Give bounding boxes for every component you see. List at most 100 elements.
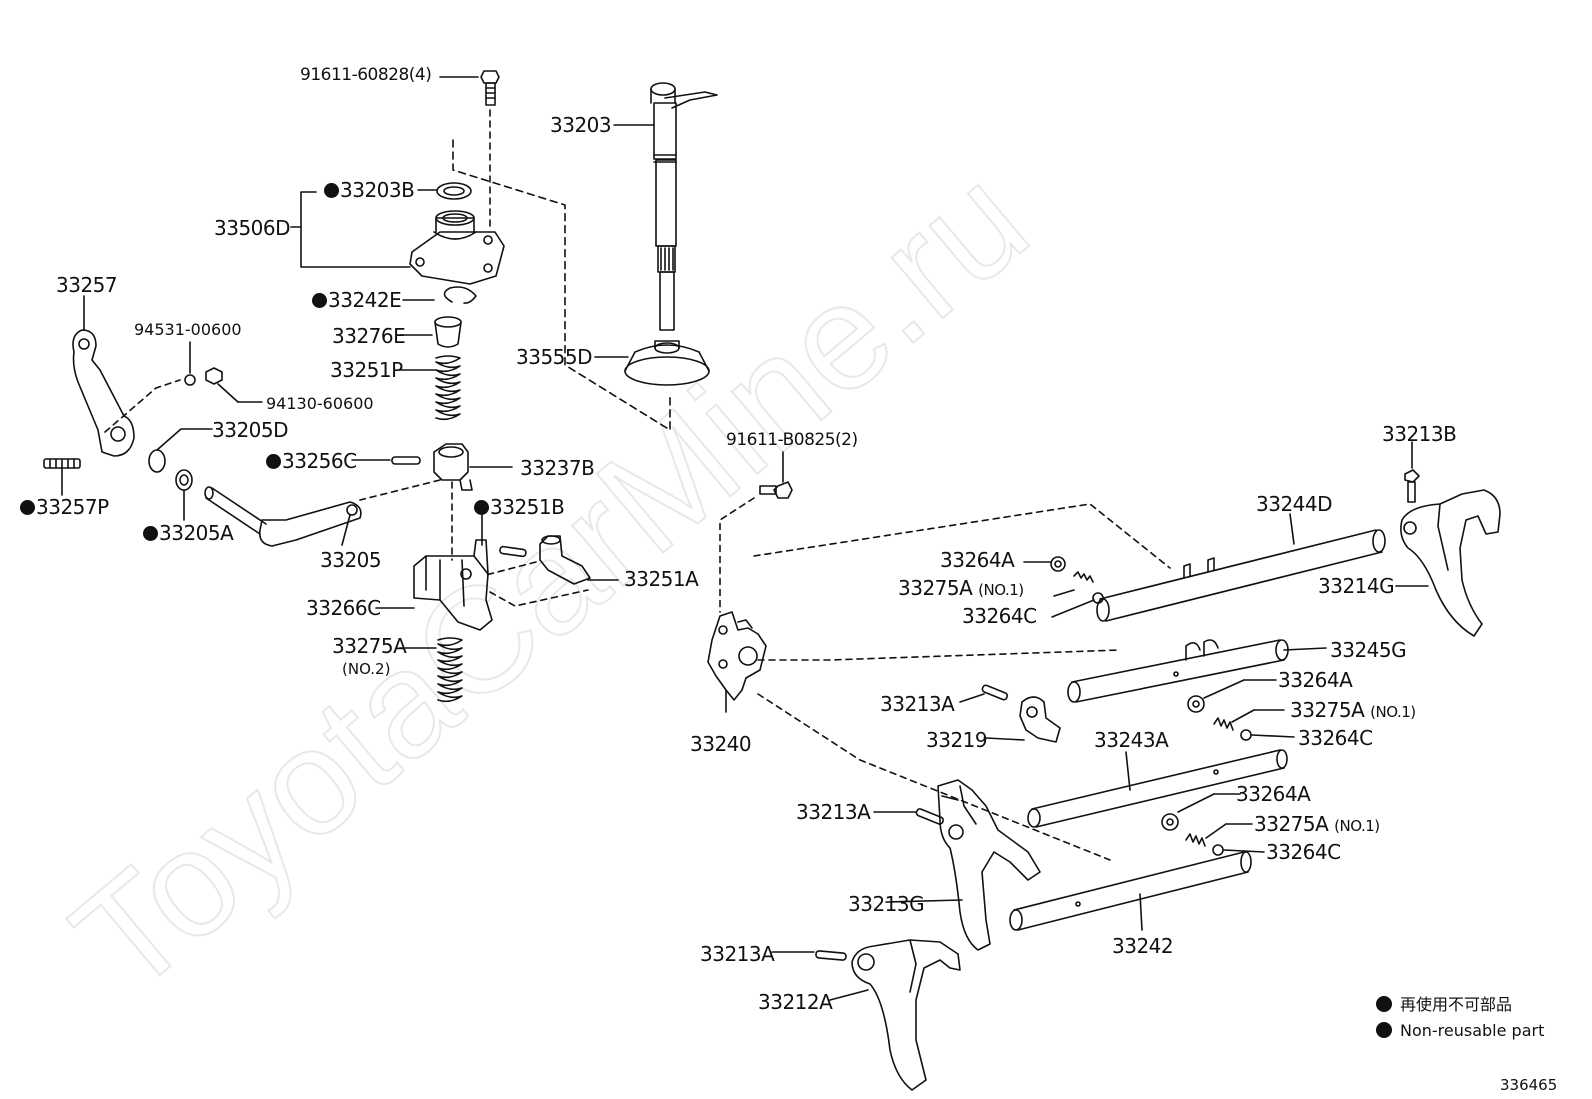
label-91611-B0825: 91611-B0825(2): [726, 430, 858, 450]
spring-33275A-3: [1185, 833, 1206, 847]
diagram-number: 336465: [1500, 1076, 1558, 1094]
label-33275A-3: 33275A (NO.1): [1254, 814, 1380, 834]
washer-94531: [184, 374, 196, 386]
label-33266C: 33266C: [306, 596, 381, 620]
label-33275A-1-text: 33275A: [898, 576, 973, 600]
label-33213A-1: 33213A: [880, 692, 955, 716]
label-33205: 33205: [320, 548, 382, 572]
fork-33214G: [1400, 489, 1501, 637]
label-33203B: 33203B: [324, 178, 415, 202]
bushing-33276E: [434, 316, 462, 348]
label-33264A-2: 33264A: [1278, 668, 1353, 692]
label-33205D: 33205D: [212, 418, 289, 442]
fork-33213G: [937, 779, 1041, 951]
legend-english: Non-reusable part: [1376, 1022, 1544, 1039]
pin-33213A-2: [915, 808, 944, 825]
seal-33203B: [436, 182, 472, 200]
legend-english-text: Non-reusable part: [1400, 1021, 1545, 1040]
label-94531-00600: 94531-00600: [134, 320, 242, 339]
pin-33213A-3: [815, 950, 847, 961]
label-33257P-text: 33257P: [36, 495, 109, 519]
label-33240: 33240: [690, 732, 752, 756]
label-33203B-text: 33203B: [340, 178, 415, 202]
part-33219: [1019, 696, 1061, 743]
label-33213B: 33213B: [1382, 422, 1457, 446]
label-33212A: 33212A: [758, 990, 833, 1014]
label-33213G: 33213G: [848, 892, 925, 916]
label-33257: 33257: [56, 273, 118, 297]
pin-33256C: [391, 456, 421, 465]
legend-japanese: 再使用不可部品: [1376, 996, 1512, 1013]
rail-33244D: [1096, 529, 1386, 622]
label-33244D: 33244D: [1256, 492, 1333, 516]
non-reusable-marker: [266, 454, 281, 469]
bracket-33266C: [413, 539, 493, 631]
label-33237B: 33237B: [520, 456, 595, 480]
head-33240: [707, 611, 767, 701]
label-33213A-2: 33213A: [796, 800, 871, 824]
rail-33242: [1009, 851, 1252, 931]
label-33275A-1: 33275A (NO.1): [898, 578, 1024, 598]
ball-33264C-3: [1212, 844, 1224, 856]
label-33245G: 33245G: [1330, 638, 1407, 662]
plug-33264A-2: [1187, 695, 1205, 713]
label-33275A-1-note: (NO.1): [978, 581, 1024, 599]
label-33276E: 33276E: [332, 324, 406, 348]
rail-33245G: [1067, 639, 1289, 703]
legend-japanese-text: 再使用不可部品: [1400, 995, 1513, 1014]
label-33256C-text: 33256C: [282, 449, 357, 473]
label-33243A: 33243A: [1094, 728, 1169, 752]
ball-33264C-1: [1092, 592, 1104, 604]
label-33264A-1: 33264A: [940, 548, 1015, 572]
nut-94130: [205, 367, 223, 385]
label-33275A-2-text: 33275A: [1290, 698, 1365, 722]
rail-33243A: [1027, 749, 1288, 828]
ball-33264C-2: [1240, 729, 1252, 741]
bolt-33213B: [1404, 469, 1420, 503]
part-33251A: [539, 535, 591, 585]
snapring-33242E: [443, 286, 477, 304]
label-33257P: 33257P: [20, 497, 109, 517]
shaft-33203: [650, 82, 718, 331]
part-33237B: [433, 443, 473, 491]
bolt-91611-B0825: [759, 481, 793, 499]
legend-dot: [1376, 1022, 1392, 1038]
label-33214G: 33214G: [1318, 574, 1395, 598]
label-33264C-1: 33264C: [962, 604, 1037, 628]
label-33555D: 33555D: [516, 345, 593, 369]
non-reusable-marker: [20, 500, 35, 515]
non-reusable-marker: [474, 500, 489, 515]
label-33251B-text: 33251B: [490, 495, 565, 519]
non-reusable-marker: [312, 293, 327, 308]
label-33256C: 33256C: [266, 451, 357, 471]
label-33205A: 33205A: [143, 523, 234, 543]
non-reusable-marker: [143, 526, 158, 541]
label-33242E-text: 33242E: [328, 288, 402, 312]
label-33275A-left-note: (NO.2): [342, 660, 391, 678]
lever-33257: [72, 329, 135, 457]
label-33275A-2: 33275A (NO.1): [1290, 700, 1416, 720]
label-91611-60828: 91611-60828(4): [300, 65, 432, 85]
label-33203: 33203: [550, 113, 612, 137]
label-33213A-3: 33213A: [700, 942, 775, 966]
fork-33212A: [851, 939, 961, 1091]
label-33251P: 33251P: [330, 358, 403, 382]
plug-33264A-1: [1050, 556, 1066, 572]
spring-33275A-left: [437, 637, 463, 703]
label-33219: 33219: [926, 728, 988, 752]
label-33251B: 33251B: [474, 495, 565, 519]
label-33275A-3-text: 33275A: [1254, 812, 1329, 836]
legend-dot: [1376, 996, 1392, 1012]
label-33275A-3-note: (NO.1): [1334, 817, 1380, 835]
spring-33251P: [435, 355, 461, 421]
washer-33205D: [148, 449, 166, 473]
label-33242E: 33242E: [312, 288, 402, 312]
pin-33251B: [499, 545, 527, 558]
label-33242: 33242: [1112, 934, 1174, 958]
housing-33506D: [409, 210, 505, 285]
plug-33264A-3: [1161, 813, 1179, 831]
bolt-91611-60828: [480, 70, 500, 106]
seal-33205A: [175, 469, 193, 491]
spring-33275A-2: [1213, 717, 1234, 731]
